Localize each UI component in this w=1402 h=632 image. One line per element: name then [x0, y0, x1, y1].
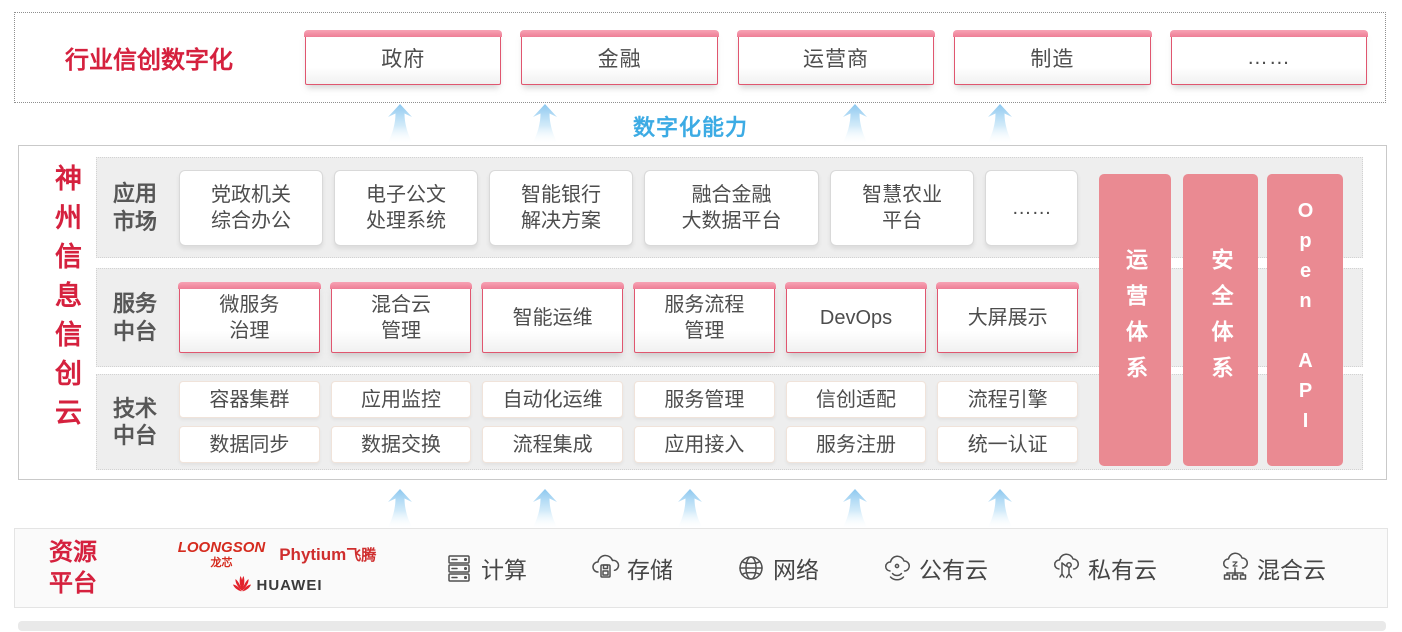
vendor-logos: LOONGSON 龙芯 Phytium 飞腾: [161, 539, 393, 598]
platform-container: 神州信息信创云 应用 市场 党政机关 综合办公 电子公文 处理系统 智能银行 解…: [18, 145, 1387, 480]
resource-item-label: 存储: [627, 557, 673, 583]
phytium-chinese: 飞腾: [346, 546, 377, 564]
vendor-row: LOONGSON 龙芯 Phytium 飞腾: [178, 539, 377, 570]
tech-box: 流程集成: [482, 426, 624, 463]
tech-box: 数据交换: [330, 426, 472, 463]
resource-platform-label: 资源 平台: [49, 538, 97, 597]
industry-box-manufacturing: 制造: [953, 29, 1153, 85]
up-arrow-icon: [387, 489, 413, 529]
industry-banner: 行业信创数字化 政府 金融 运营商 制造 ……: [14, 12, 1386, 103]
industry-box-operator: 运营商: [736, 29, 936, 85]
service-box: 混合云 管理: [329, 281, 473, 353]
service-box: 大屏展示: [936, 281, 1079, 353]
service-box: 智能运维: [481, 281, 624, 353]
tech-row-label: 技术 中台: [113, 395, 158, 449]
phytium-logo: Phytium 飞腾: [279, 544, 376, 565]
resource-item-storage: 存储: [589, 551, 673, 585]
huawei-logo: HUAWEI: [232, 573, 323, 598]
up-arrow-icon: [842, 104, 868, 144]
up-arrow-icon: [532, 489, 558, 529]
tech-box: 数据同步: [179, 426, 320, 463]
up-arrow-icon: [987, 489, 1013, 529]
resource-items: 计算 存储: [443, 551, 1326, 585]
app-market-row-label: 应用 市场: [113, 181, 158, 234]
tech-items-bottom: 数据同步 数据交换 流程集成 应用接入 服务注册 统一认证: [179, 426, 1079, 463]
app-box: 电子公文 处理系统: [333, 169, 478, 246]
capability-label: 数字化能力: [633, 115, 749, 140]
storage-icon: [589, 552, 621, 584]
compute-icon: [443, 552, 475, 584]
app-market-row: 应用 市场 党政机关 综合办公 电子公文 处理系统 智能银行 解决方案 融合金融…: [96, 157, 1363, 258]
up-arrow-icon: [387, 104, 413, 144]
resource-item-label: 公有云: [919, 557, 988, 583]
app-market-items: 党政机关 综合办公 电子公文 处理系统 智能银行 解决方案 融合金融 大数据平台…: [179, 169, 1079, 246]
huawei-wordmark: HUAWEI: [256, 576, 323, 594]
private-cloud-icon: [1050, 552, 1082, 584]
open-api-pillar: Open API: [1267, 174, 1343, 466]
industry-box-list: 政府 金融 运营商 制造 ……: [303, 29, 1369, 85]
operation-system-pillar: 运营体系: [1099, 174, 1171, 466]
app-box: 智能银行 解决方案: [488, 169, 633, 246]
service-row-label: 服务 中台: [113, 291, 158, 344]
app-box-more: ……: [985, 169, 1079, 246]
resource-item-label: 混合云: [1257, 557, 1326, 583]
tech-box: 自动化运维: [482, 381, 624, 418]
app-box: 智慧农业 平台: [830, 169, 975, 246]
up-arrow-icon: [842, 489, 868, 529]
huawei-flower-icon: [232, 573, 252, 598]
service-box: 服务流程 管理: [633, 281, 776, 353]
hybrid-cloud-icon: [1219, 552, 1251, 584]
tech-box: 容器集群: [179, 381, 320, 418]
service-items: 微服务 治理 混合云 管理 智能运维 服务流程 管理 DevOps 大屏展示: [178, 281, 1079, 353]
service-middle-platform-row: 服务 中台 微服务 治理 混合云 管理 智能运维 服务流程 管理 DevOps …: [96, 268, 1363, 367]
resource-item-label: 私有云: [1088, 557, 1157, 583]
platform-title: 神州信息信创云: [51, 164, 81, 437]
up-arrow-icon: [532, 104, 558, 144]
public-cloud-icon: [881, 552, 913, 584]
loongson-chinese: 龙芯: [210, 556, 233, 569]
tech-box: 应用接入: [634, 426, 775, 463]
up-arrow-icon: [987, 104, 1013, 144]
service-box: 微服务 治理: [178, 281, 321, 353]
resource-item-public-cloud: 公有云: [881, 551, 988, 585]
phytium-wordmark: Phytium: [279, 544, 347, 564]
resource-platform: 资源 平台 LOONGSON 龙芯 Phytium 飞腾: [14, 528, 1388, 608]
tech-items-top: 容器集群 应用监控 自动化运维 服务管理 信创适配 流程引擎: [179, 381, 1079, 418]
tech-middle-platform-row: 技术 中台 容器集群 应用监控 自动化运维 服务管理 信创适配 流程引擎 数据同…: [96, 374, 1363, 470]
resource-item-label: 计算: [481, 557, 527, 583]
tech-box: 流程引擎: [937, 381, 1079, 418]
industry-box-government: 政府: [303, 29, 503, 85]
industry-box-more: ……: [1169, 29, 1369, 85]
industry-banner-title: 行业信创数字化: [65, 47, 233, 74]
security-system-pillar: 安全体系: [1183, 174, 1258, 466]
tech-box: 信创适配: [785, 381, 927, 418]
loongson-logo: LOONGSON 龙芯: [178, 539, 266, 570]
tech-box: 服务管理: [634, 381, 775, 418]
resource-item-hybrid-cloud: 混合云: [1219, 551, 1326, 585]
app-box: 党政机关 综合办公: [179, 169, 323, 246]
resource-item-label: 网络: [773, 557, 819, 583]
tech-box: 应用监控: [330, 381, 472, 418]
resource-item-network: 网络: [735, 551, 819, 585]
service-box: DevOps: [784, 281, 928, 353]
network-icon: [735, 552, 767, 584]
tech-items: 容器集群 应用监控 自动化运维 服务管理 信创适配 流程引擎 数据同步 数据交换…: [179, 381, 1079, 463]
bottom-bar: [18, 621, 1386, 631]
tech-box: 统一认证: [937, 426, 1079, 463]
app-box: 融合金融 大数据平台: [643, 169, 820, 246]
up-arrow-icon: [677, 489, 703, 529]
tech-box: 服务注册: [785, 426, 927, 463]
loongson-wordmark: LOONGSON: [177, 538, 266, 556]
resource-item-compute: 计算: [443, 551, 527, 585]
industry-box-finance: 金融: [520, 29, 720, 85]
resource-item-private-cloud: 私有云: [1050, 551, 1157, 585]
